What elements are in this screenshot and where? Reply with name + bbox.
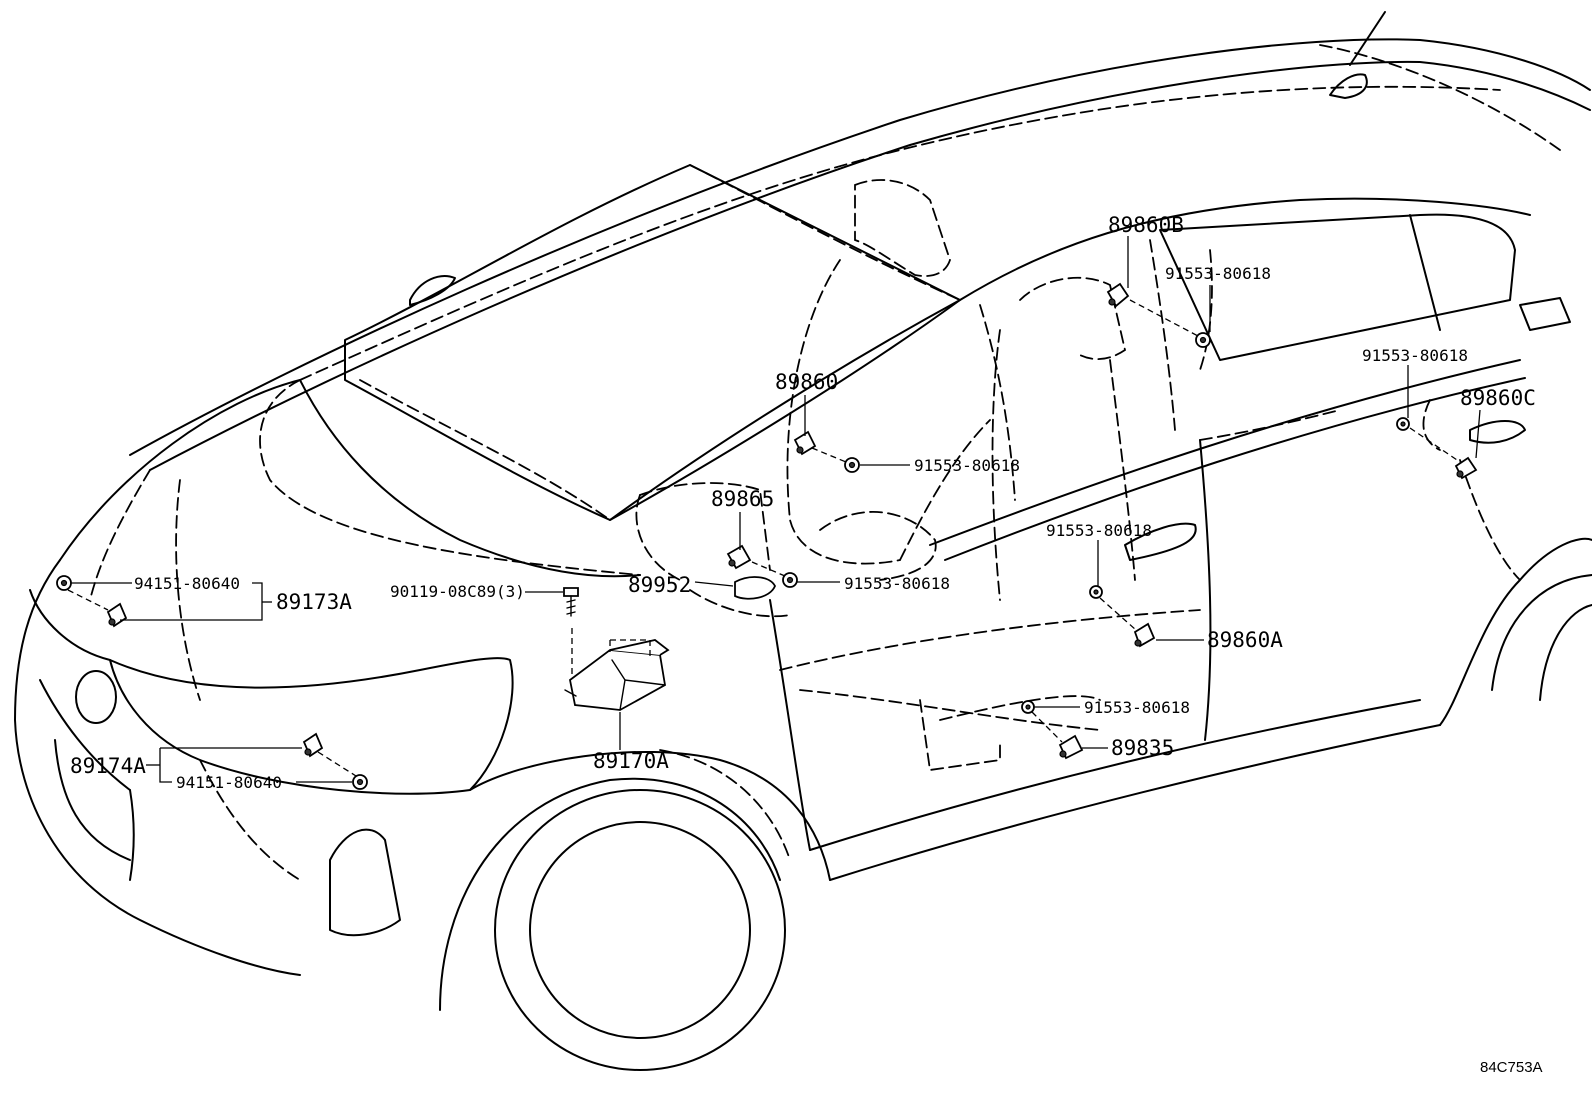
bolt-90119-icon bbox=[563, 587, 579, 617]
bolt-icon bbox=[1089, 585, 1103, 599]
bolt-icon bbox=[1021, 700, 1035, 714]
label-91553-mid: 91553-80618 bbox=[844, 574, 950, 593]
label-91553-top: 91553-80618 bbox=[1165, 264, 1271, 283]
label-89860a: 89860A bbox=[1207, 628, 1283, 652]
airbag-control-unit-icon bbox=[564, 628, 670, 711]
bolt-icon bbox=[844, 457, 860, 473]
bolt-icon bbox=[1396, 417, 1410, 431]
nut-icon bbox=[56, 575, 72, 591]
label-94151-b: 94151-80640 bbox=[176, 773, 282, 792]
label-89174a: 89174A bbox=[70, 754, 146, 778]
label-91553-floor: 91553-80618 bbox=[1084, 698, 1190, 717]
sensor-89860a-icon bbox=[1133, 622, 1156, 648]
label-94151-a: 94151-80640 bbox=[134, 574, 240, 593]
label-91553-right: 91553-80618 bbox=[1362, 346, 1468, 365]
sensor-89173a-icon bbox=[106, 602, 128, 628]
part-labels: 89860B 91553-80618 91553-80618 89860C 89… bbox=[70, 213, 1536, 792]
label-89173a: 89173A bbox=[276, 590, 352, 614]
bolt-icon bbox=[1195, 332, 1211, 348]
hidden-interior-lines bbox=[89, 44, 1561, 881]
sensor-89174a-icon bbox=[302, 732, 324, 758]
label-89860c: 89860C bbox=[1460, 386, 1536, 410]
label-90119: 90119-08C89(3) bbox=[390, 582, 525, 601]
sensor-89952-icon bbox=[734, 576, 776, 600]
sensor-89860b-icon bbox=[1106, 282, 1130, 308]
label-89952: 89952 bbox=[628, 573, 691, 597]
bolt-icon bbox=[782, 572, 798, 588]
diagram-reference-code: 84C753A bbox=[1480, 1059, 1543, 1076]
label-91553-door: 91553-80618 bbox=[1046, 521, 1152, 540]
label-89860b: 89860B bbox=[1108, 213, 1184, 237]
label-89170a: 89170A bbox=[593, 749, 669, 773]
parts bbox=[56, 282, 1478, 790]
label-91553-pillar: 91553-80618 bbox=[914, 456, 1020, 475]
label-89860: 89860 bbox=[775, 370, 838, 394]
sensor-89835-icon bbox=[1058, 734, 1084, 760]
label-89835: 89835 bbox=[1111, 736, 1174, 760]
label-89865: 89865 bbox=[711, 487, 774, 511]
sensor-89860-icon bbox=[793, 430, 817, 456]
car-body-outline bbox=[14, 11, 1592, 1071]
sensor-89865-icon bbox=[726, 544, 752, 570]
nut-icon bbox=[352, 774, 368, 790]
leader-lines bbox=[67, 236, 1481, 783]
sensor-89860c-icon bbox=[1454, 456, 1478, 480]
